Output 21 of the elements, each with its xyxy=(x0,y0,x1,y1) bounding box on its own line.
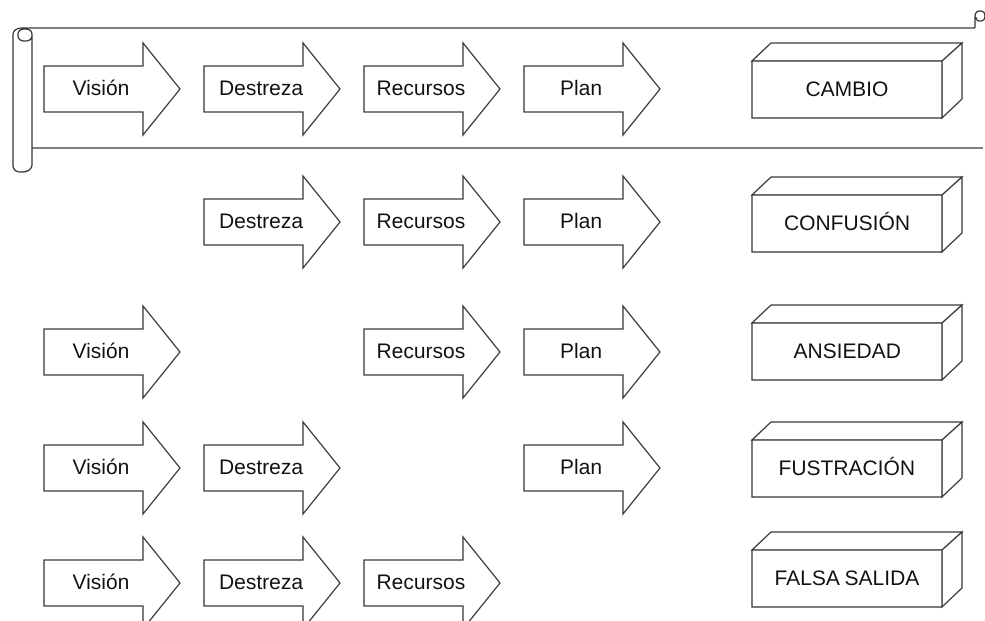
outcome-label: CAMBIO xyxy=(806,78,888,102)
step-label: Destreza xyxy=(219,456,304,480)
outcome-label: FALSA SALIDA xyxy=(774,567,920,591)
step-label: Recursos xyxy=(376,210,466,234)
step-label: Visión xyxy=(72,456,130,480)
step-label: Recursos xyxy=(376,340,466,364)
step-label: Plan xyxy=(560,77,602,101)
step-label: Recursos xyxy=(376,571,466,595)
step-label: Destreza xyxy=(219,77,304,101)
step-label: Destreza xyxy=(219,571,304,595)
step-label: Recursos xyxy=(376,77,466,101)
step-label: Visión xyxy=(72,340,130,364)
step-label: Plan xyxy=(560,340,602,364)
step-label: Plan xyxy=(560,456,602,480)
step-label: Visión xyxy=(72,571,130,595)
outcome-label: CONFUSIÓN xyxy=(784,212,910,236)
outcome-label: ANSIEDAD xyxy=(794,340,901,364)
step-label: Destreza xyxy=(219,210,304,234)
step-label: Plan xyxy=(560,210,602,234)
step-label: Visión xyxy=(72,77,130,101)
outcome-label: FUSTRACIÓN xyxy=(778,457,915,481)
